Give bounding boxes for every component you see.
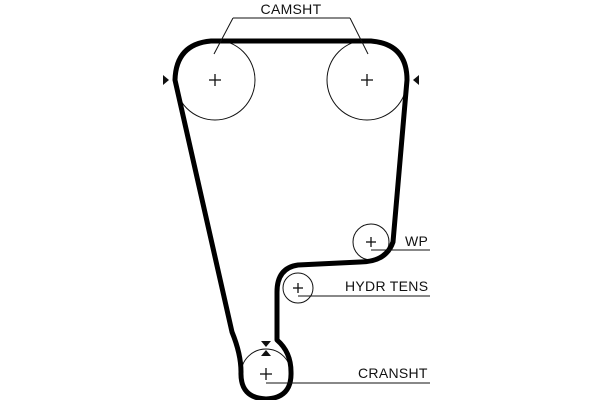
timing-belt (172, 38, 410, 400)
crankshaft-label: CRANSHT (358, 365, 428, 381)
crankshaft-timing-mark-upper-icon (261, 341, 271, 347)
hydraulic-tensioner-pulley (282, 272, 314, 304)
timing-mark-left-icon (163, 75, 169, 85)
hydraulic-tensioner-label: HYDR TENS (345, 278, 428, 294)
water-pump-label: WP (405, 233, 428, 249)
timing-mark-right-icon (413, 75, 419, 85)
crankshaft-timing-mark-lower-icon (261, 350, 271, 356)
camshaft-label: CAMSHT (261, 1, 322, 17)
camshaft-leader (213, 17, 369, 55)
